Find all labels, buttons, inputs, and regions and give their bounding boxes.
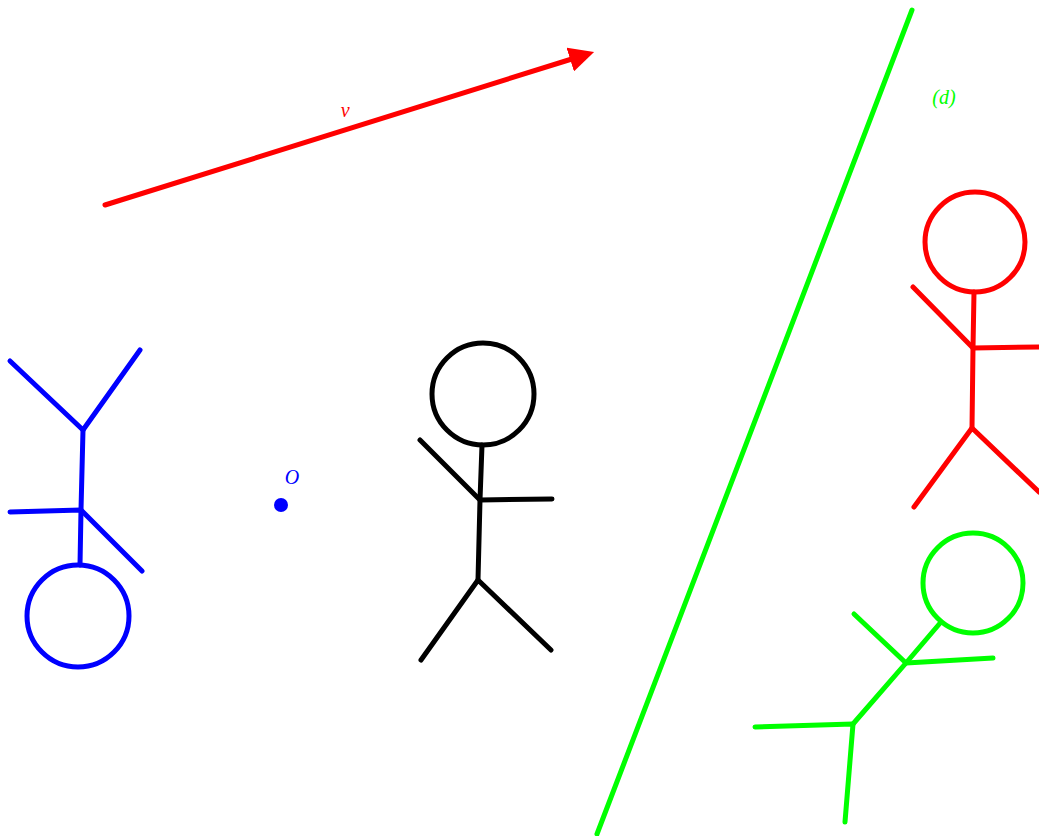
vector-label: v⃗ — [341, 100, 365, 120]
rotated-stick-figure — [10, 350, 142, 667]
reflected-stick-figure — [913, 192, 1039, 507]
line-label: (d) — [932, 87, 955, 107]
center-point — [274, 498, 288, 512]
original-stick-figure — [420, 343, 552, 660]
point-label: O — [285, 467, 299, 487]
translated-stick-figure — [755, 533, 1023, 822]
vector-v — [105, 58, 575, 205]
